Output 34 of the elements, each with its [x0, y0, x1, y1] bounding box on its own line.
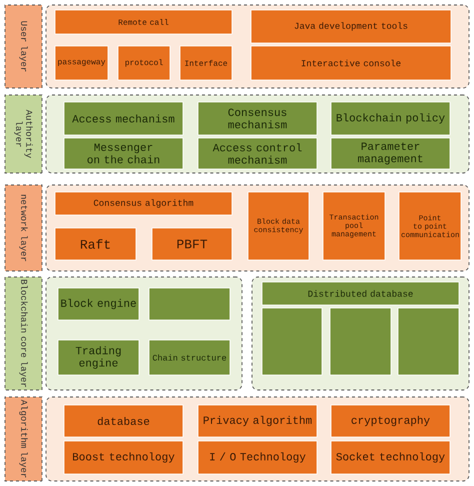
- component-box: Consensus algorithm: [54, 192, 232, 216]
- component-box: Distributed database: [262, 282, 460, 306]
- layer-label: User layer: [4, 4, 42, 88]
- component-box: database: [64, 404, 184, 438]
- layer-label: Authority layer: [4, 94, 42, 174]
- component-box: Access control mechanism: [198, 138, 318, 170]
- component-box: Interface: [180, 46, 232, 80]
- component-box: Chain structure: [148, 340, 230, 376]
- component-box: Java development tools: [250, 10, 452, 44]
- component-box: Consensus mechanism: [198, 102, 318, 136]
- component-box: Remote call: [54, 10, 232, 34]
- layer-label: Blockchain core layer: [4, 276, 42, 390]
- component-box: cryptography: [330, 404, 450, 438]
- component-box: protocol: [118, 46, 170, 80]
- component-box: [398, 308, 460, 376]
- component-box: [148, 288, 230, 320]
- component-box: Privacy algorithm: [198, 404, 318, 438]
- component-box: Messenger on the chain: [64, 138, 184, 170]
- component-box: I / O Technology: [198, 440, 318, 474]
- layer-label: network layer: [4, 184, 42, 272]
- layer-label: Algorithm layer: [4, 396, 42, 482]
- component-box: Access mechanism: [64, 102, 184, 136]
- component-box: passageway: [54, 46, 108, 80]
- component-box: Interactive console: [250, 46, 452, 80]
- component-box: Trading engine: [58, 340, 140, 376]
- component-box: [330, 308, 392, 376]
- component-box: Raft: [54, 228, 136, 260]
- component-box: Blockchain policy: [330, 102, 450, 136]
- component-box: Parameter management: [330, 138, 450, 170]
- component-box: Boost technology: [64, 440, 184, 474]
- component-box: Block engine: [58, 288, 140, 320]
- component-box: Socket technology: [330, 440, 450, 474]
- component-box: [262, 308, 322, 376]
- component-box: PBFT: [152, 228, 232, 260]
